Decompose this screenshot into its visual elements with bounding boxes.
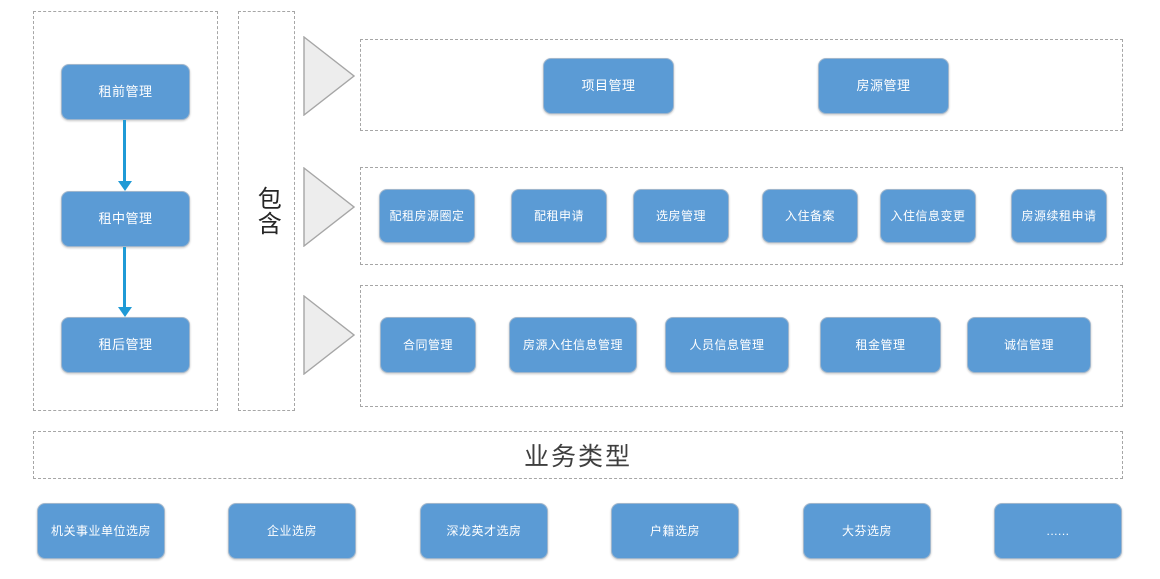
relation-label-text: 包含 (253, 186, 281, 236)
lifecycle-stage-pre-label: 租前管理 (98, 84, 153, 100)
module-label: 房源入住信息管理 (522, 337, 623, 352)
triangle-post-icon (303, 294, 356, 380)
module-box-rent-management[interactable]: 租金管理 (820, 317, 941, 373)
module-box-house-selection-management[interactable]: 选房管理 (633, 189, 729, 243)
module-label: 租金管理 (855, 337, 906, 352)
module-box-move-in-filing[interactable]: 入住备案 (762, 189, 858, 243)
module-label: 诚信管理 (1003, 337, 1054, 352)
module-label: 配租房源圈定 (389, 208, 465, 223)
business-type-label: 户籍选房 (649, 523, 700, 538)
business-type-box-shenlong-talent[interactable]: 深龙英才选房 (420, 503, 548, 559)
group-container-in-lease (360, 167, 1123, 265)
module-box-housing-resource-management[interactable]: 房源管理 (818, 58, 949, 114)
business-type-label: ...... (1046, 523, 1070, 538)
arrow-shaft (123, 247, 126, 307)
module-box-credit-management[interactable]: 诚信管理 (967, 317, 1091, 373)
triangle-mid-icon (303, 166, 356, 252)
business-type-label: 大芬选房 (841, 523, 892, 538)
module-label: 合同管理 (402, 337, 453, 352)
arrow-pre-to-mid (116, 120, 134, 191)
module-label: 项目管理 (581, 78, 636, 94)
lifecycle-stage-mid-label: 租中管理 (98, 211, 153, 227)
module-label: 配租申请 (533, 208, 584, 223)
triangle-pre-icon (303, 35, 356, 121)
triangle-pre-svg (303, 35, 356, 117)
module-box-lease-renewal-application[interactable]: 房源续租申请 (1011, 189, 1107, 243)
business-type-banner-text: 业务类型 (523, 443, 632, 471)
module-box-housing-occupancy-info-management[interactable]: 房源入住信息管理 (509, 317, 637, 373)
module-box-allocation-housing-selection[interactable]: 配租房源圈定 (379, 189, 475, 243)
module-box-project-management[interactable]: 项目管理 (543, 58, 674, 114)
module-box-move-in-info-change[interactable]: 入住信息变更 (880, 189, 976, 243)
business-type-box-more[interactable]: ...... (994, 503, 1122, 559)
business-type-box-dafen[interactable]: 大芬选房 (803, 503, 931, 559)
triangle-mid-svg (303, 166, 356, 248)
relation-label-container (238, 11, 295, 411)
arrow-mid-to-post (116, 247, 134, 317)
business-type-label: 机关事业单位选房 (50, 523, 151, 538)
module-label: 房源管理 (856, 78, 911, 94)
module-label: 入住信息变更 (890, 208, 966, 223)
lifecycle-stage-pre[interactable]: 租前管理 (61, 64, 190, 120)
module-label: 入住备案 (784, 208, 835, 223)
business-type-label: 企业选房 (266, 523, 317, 538)
triangle-post-svg (303, 294, 356, 376)
business-type-box-government-institution[interactable]: 机关事业单位选房 (37, 503, 165, 559)
arrow-head (118, 307, 132, 317)
business-type-box-household-registration[interactable]: 户籍选房 (611, 503, 739, 559)
module-label: 人员信息管理 (689, 337, 765, 352)
arrow-head (118, 181, 132, 191)
lifecycle-stage-mid[interactable]: 租中管理 (61, 191, 190, 247)
relation-label: 包含 (238, 11, 295, 411)
business-type-banner-title: 业务类型 (33, 431, 1123, 479)
business-type-banner-container (33, 431, 1123, 479)
arrow-shaft (123, 120, 126, 181)
lifecycle-stage-post-label: 租后管理 (98, 337, 153, 353)
module-box-personnel-info-management[interactable]: 人员信息管理 (665, 317, 789, 373)
module-box-allocation-application[interactable]: 配租申请 (511, 189, 607, 243)
lifecycle-group-container (33, 11, 218, 411)
business-type-box-enterprise[interactable]: 企业选房 (228, 503, 356, 559)
group-container-pre-lease (360, 39, 1123, 131)
module-box-contract-management[interactable]: 合同管理 (380, 317, 476, 373)
business-type-label: 深龙英才选房 (446, 523, 522, 538)
group-container-post-lease (360, 285, 1123, 407)
module-label: 选房管理 (655, 208, 706, 223)
lifecycle-stage-post[interactable]: 租后管理 (61, 317, 190, 373)
module-label: 房源续租申请 (1021, 208, 1097, 223)
